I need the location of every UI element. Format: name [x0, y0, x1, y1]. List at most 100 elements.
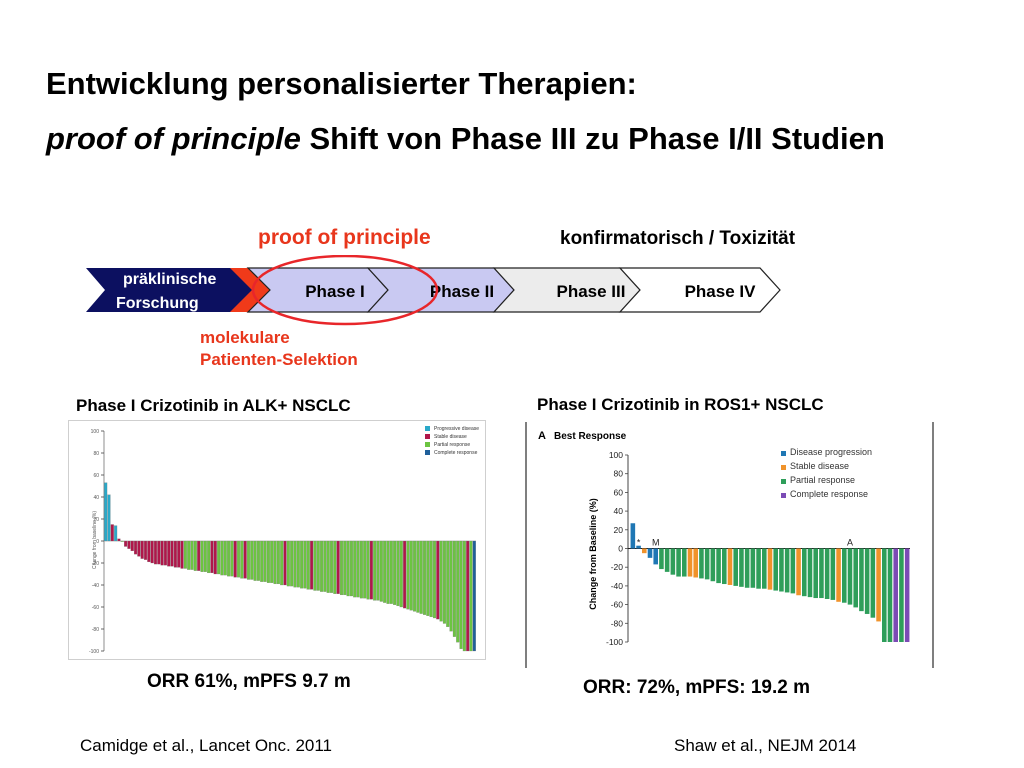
bar-pr — [396, 540, 400, 607]
bar-pr — [270, 540, 274, 583]
bar-pr — [819, 548, 824, 599]
bar-sd — [213, 540, 217, 575]
y-tick-label: 20 — [93, 517, 99, 523]
bar-sd — [796, 548, 801, 596]
bar-pr — [227, 540, 231, 577]
bar-pd — [107, 494, 111, 542]
phase-1-label: Phase I — [305, 282, 365, 301]
slide-title-line2: proof of principle Shift von Phase III z… — [46, 121, 885, 157]
bar-pr — [773, 548, 778, 591]
bar-pr — [452, 540, 456, 637]
legend-label: Progressive disease — [434, 426, 479, 432]
bar-pr — [266, 540, 270, 583]
y-tick-label: -20 — [92, 561, 99, 567]
bar-sd — [170, 540, 174, 567]
bar-sd — [243, 540, 247, 579]
bar-sd — [642, 548, 647, 554]
bar-pr — [813, 548, 818, 599]
bar-pr — [802, 548, 807, 597]
legend-swatch — [425, 426, 430, 431]
bar-pr — [207, 540, 211, 574]
chart1-title: Phase I Crizotinib in ALK+ NSCLC — [76, 396, 351, 415]
bar-pr — [306, 540, 310, 590]
bar-sd — [163, 540, 167, 566]
bar-pr — [446, 540, 450, 627]
bar-pr — [236, 540, 241, 578]
bar-pr — [416, 540, 420, 613]
bar-sd — [147, 540, 151, 563]
y-tick-label: 20 — [614, 525, 624, 535]
bar-pr — [300, 540, 304, 589]
bar-pr — [217, 540, 221, 575]
bar-pr — [230, 540, 234, 577]
bar-pr — [313, 540, 317, 591]
molecular-selection-label: molekulare Patienten-Selektion — [200, 327, 358, 371]
bar-pr — [223, 540, 227, 576]
bar-pr — [406, 540, 410, 610]
bar-pr — [830, 548, 836, 600]
bar-pr — [246, 540, 251, 580]
bar-pr — [190, 540, 194, 570]
legend-label: Complete response — [434, 450, 478, 456]
y-tick-label: -60 — [611, 600, 624, 610]
bar-pr — [682, 548, 687, 577]
y-tick-label: -60 — [92, 605, 99, 611]
chart2-waterfall: A Best Response Change from Baseline (%)… — [525, 422, 935, 668]
bar-pr — [260, 540, 264, 582]
bar-sd — [153, 540, 158, 565]
bar-pr — [664, 548, 670, 572]
bar-pd — [647, 548, 653, 558]
bar-sd — [336, 540, 340, 594]
bar-sd — [177, 540, 181, 568]
bar-pr — [240, 540, 244, 579]
legend-label: Partial response — [434, 442, 470, 448]
bar-sd — [436, 540, 440, 620]
bar-pd — [104, 482, 108, 542]
y-tick-label: -40 — [92, 583, 99, 589]
y-tick-label: 60 — [614, 487, 624, 497]
bar-sd — [143, 540, 148, 560]
bar-sd — [283, 540, 287, 586]
legend-label: Stable disease — [790, 461, 849, 471]
bar-sd — [876, 548, 881, 622]
bar-pr — [429, 540, 433, 618]
bar-pr — [349, 540, 353, 597]
preclinical-label-2: Forschung — [116, 295, 199, 312]
bar-pr — [413, 540, 417, 612]
bar-sd — [197, 540, 201, 571]
preclinical-arrow — [86, 268, 278, 312]
bar-pr — [200, 540, 204, 572]
bar-sd — [180, 540, 184, 569]
phase-2-label: Phase II — [430, 282, 494, 301]
bar-pd — [630, 523, 636, 549]
phase-3-label: Phase III — [557, 282, 626, 301]
chart1-ylabel: Change from baseline (%) — [92, 511, 98, 569]
bar-sd — [160, 540, 164, 566]
y-tick-label: -100 — [89, 649, 99, 655]
legend-swatch — [425, 450, 430, 455]
y-tick-label: 40 — [93, 495, 99, 501]
bar-sd — [233, 540, 237, 578]
bar-sd — [687, 548, 693, 577]
bar-pr — [459, 540, 463, 649]
bar-pr — [356, 540, 360, 598]
chart2-background — [525, 422, 935, 668]
bar-pr — [120, 540, 124, 542]
legend-label: Complete response — [790, 489, 868, 499]
bar-pr — [449, 540, 453, 632]
bar-pr — [286, 540, 290, 587]
bar-pr — [442, 540, 446, 624]
bar-pr — [290, 540, 294, 587]
y-tick-label: 100 — [91, 429, 100, 435]
bar-pr — [722, 548, 727, 585]
y-tick-label: -80 — [92, 627, 99, 633]
bar-cr — [472, 540, 476, 652]
chart1-frame — [68, 420, 486, 660]
legend-swatch — [781, 493, 786, 498]
bar-pr — [824, 548, 830, 599]
chart2-panel-label: A — [538, 430, 546, 442]
bar-pr — [847, 548, 853, 605]
bar-pr — [280, 540, 284, 586]
bar-pr — [456, 540, 460, 643]
bar-pr — [373, 540, 377, 601]
